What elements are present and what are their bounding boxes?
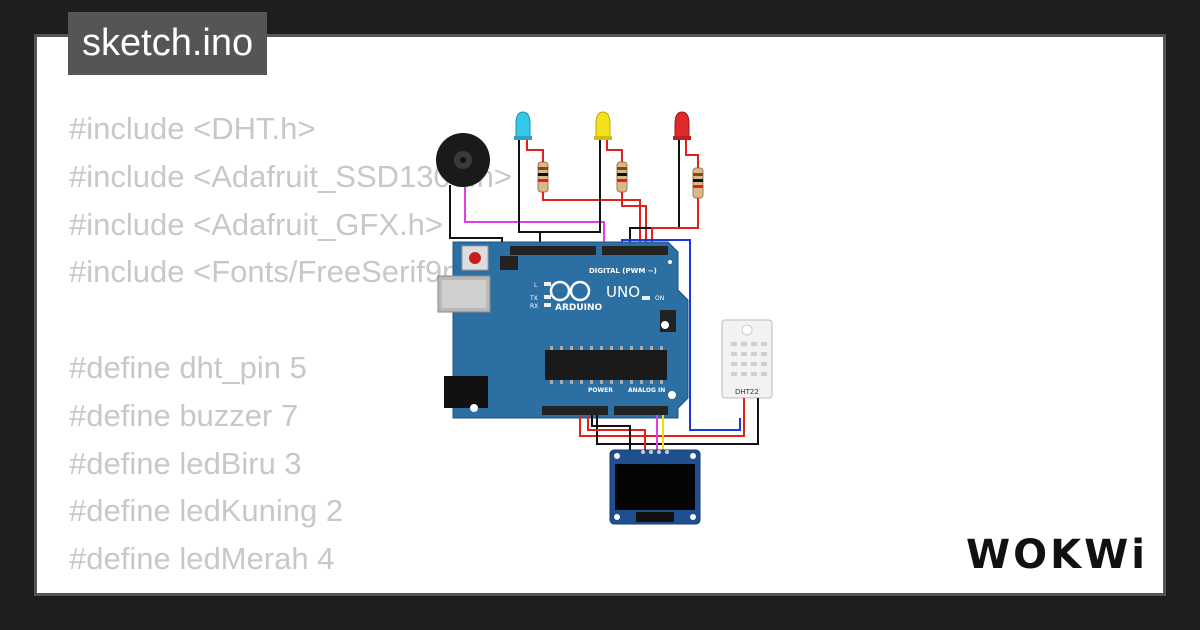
dht22-sensor[interactable]: DHT22 bbox=[721, 319, 773, 399]
arduino-logo-text: ARDUINO bbox=[555, 303, 603, 313]
file-title-tab: sketch.ino bbox=[68, 12, 268, 75]
power-label: POWER bbox=[588, 387, 613, 394]
buzzer-icon[interactable] bbox=[436, 133, 490, 187]
led-red-icon[interactable] bbox=[673, 111, 691, 140]
digital-label: DIGITAL (PWM ~) bbox=[589, 267, 657, 275]
code-line: #define buzzer 7 bbox=[69, 397, 299, 433]
wires-bottom bbox=[579, 398, 759, 450]
code-line: #define dht_pin 5 bbox=[69, 349, 307, 385]
tx-label: TX bbox=[529, 295, 538, 302]
resistor-2-icon[interactable] bbox=[616, 161, 628, 193]
analog-label: ANALOG IN bbox=[628, 387, 665, 394]
wokwi-logo: WOKWi bbox=[966, 532, 1148, 578]
resistor-1-icon[interactable] bbox=[537, 161, 549, 193]
resistor-3-icon[interactable] bbox=[692, 167, 704, 199]
code-line: #include <Adafruit_GFX.h> bbox=[69, 206, 443, 242]
arduino-uno-board[interactable] bbox=[437, 241, 689, 419]
led-yellow-icon[interactable] bbox=[594, 111, 612, 140]
oled-display[interactable] bbox=[609, 449, 701, 525]
code-line: #include <DHT.h> bbox=[69, 111, 316, 146]
rx-label: RX bbox=[530, 303, 538, 310]
code-preview: #include <DHT.h>#include <Adafruit_SSD13… bbox=[69, 105, 546, 593]
l-label: L bbox=[534, 282, 538, 289]
led-blue-icon[interactable] bbox=[514, 111, 532, 140]
code-line: #define ledBiru 3 bbox=[69, 445, 302, 481]
on-label: ON bbox=[655, 295, 664, 302]
code-line: #define ledMerah 4 bbox=[69, 541, 335, 577]
code-line: #define SCREEN_WIDTH 128 bbox=[69, 583, 546, 593]
sensor-label: DHT22 bbox=[735, 388, 759, 396]
code-line: #define ledKuning 2 bbox=[69, 493, 344, 529]
board-model: UNO bbox=[606, 283, 640, 301]
